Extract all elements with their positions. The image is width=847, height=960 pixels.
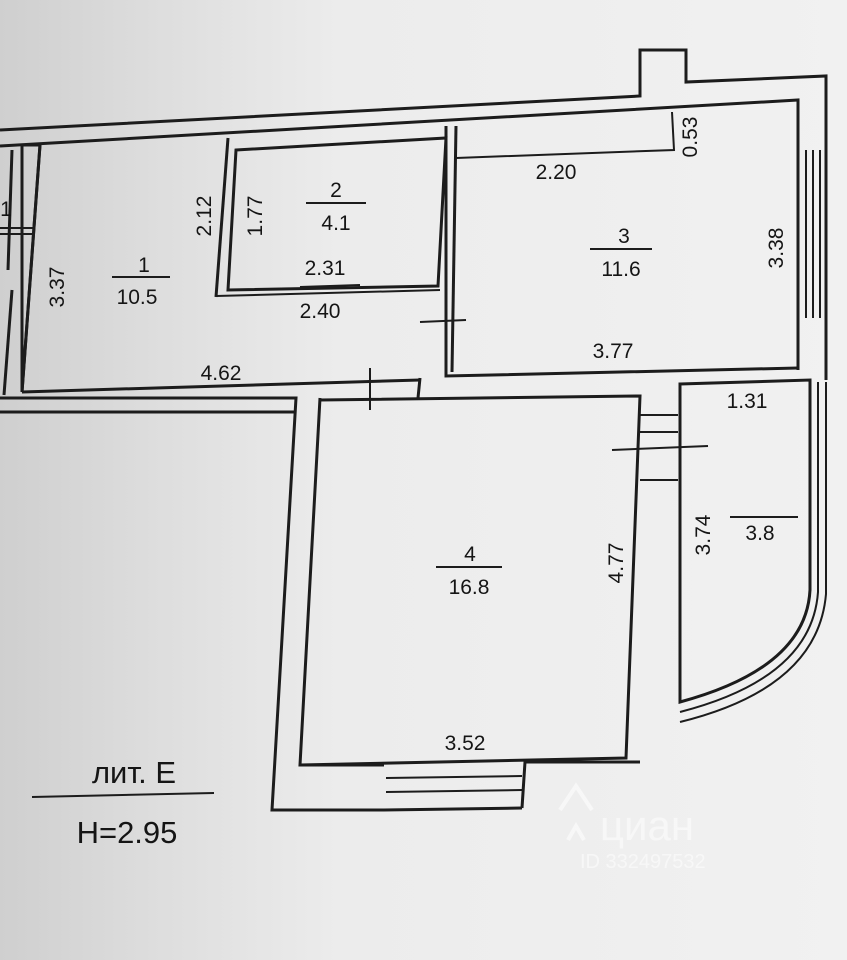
height-label: Н=2.95: [77, 815, 178, 850]
lit-label: лит. Е: [92, 755, 176, 790]
room-label-3: 3 11.6: [590, 225, 652, 281]
room-2: [215, 136, 448, 297]
room-label-4: 4 16.8: [436, 543, 502, 599]
room-area: 11.6: [601, 258, 640, 281]
room-label-1: 1 10.5: [112, 254, 170, 309]
room-label-loggia: 3.8: [730, 516, 798, 545]
dimension-label: 2.31: [305, 257, 346, 280]
room-1: [20, 137, 421, 394]
cian-logo-icon: [558, 782, 594, 841]
dimension-labels: 3.37 2.12 1.77 2.31 2.40 4.62 2.20 0.53 …: [0, 117, 788, 755]
dimension-label: 3.77: [593, 340, 634, 363]
title-block: лит. Е Н=2.95: [31, 755, 215, 850]
edge-mark: 1: [0, 198, 12, 221]
dimension-label: 3.52: [445, 732, 486, 755]
room-area: 3.8: [745, 522, 774, 545]
dimension-label: 3.74: [692, 514, 715, 555]
room-number: 1: [138, 254, 150, 277]
window-room-4-bottom: [385, 775, 523, 793]
room-number: 3: [618, 225, 630, 248]
watermark: циан ID 332497532: [558, 782, 706, 873]
dimension-label: 3.38: [765, 228, 788, 269]
loggia: [678, 378, 827, 723]
dimension-label: 4.77: [605, 543, 628, 584]
room-area: 10.5: [117, 286, 158, 309]
dimension-label: 2.20: [536, 161, 577, 184]
left-partial-room: [0, 149, 34, 396]
dimension-label: 1.31: [727, 390, 768, 413]
room-label-2: 2 4.1: [306, 179, 366, 235]
room-4: [299, 368, 709, 767]
room-area: 16.8: [449, 576, 490, 599]
watermark-id: ID 332497532: [580, 851, 706, 873]
room-number: 2: [330, 179, 342, 202]
watermark-brand: циан: [600, 802, 694, 849]
room-area: 4.1: [321, 212, 350, 235]
dimension-label: 4.62: [201, 362, 242, 385]
room-3: [419, 111, 799, 378]
dimension-label: 3.37: [46, 267, 69, 308]
room-number: 4: [464, 543, 476, 566]
dimension-label: 2.12: [193, 196, 216, 237]
window-room-3: [805, 150, 821, 318]
dimension-label: 0.53: [679, 117, 702, 158]
dimension-label: 1.77: [244, 196, 267, 237]
dimension-label: 2.40: [300, 300, 341, 323]
